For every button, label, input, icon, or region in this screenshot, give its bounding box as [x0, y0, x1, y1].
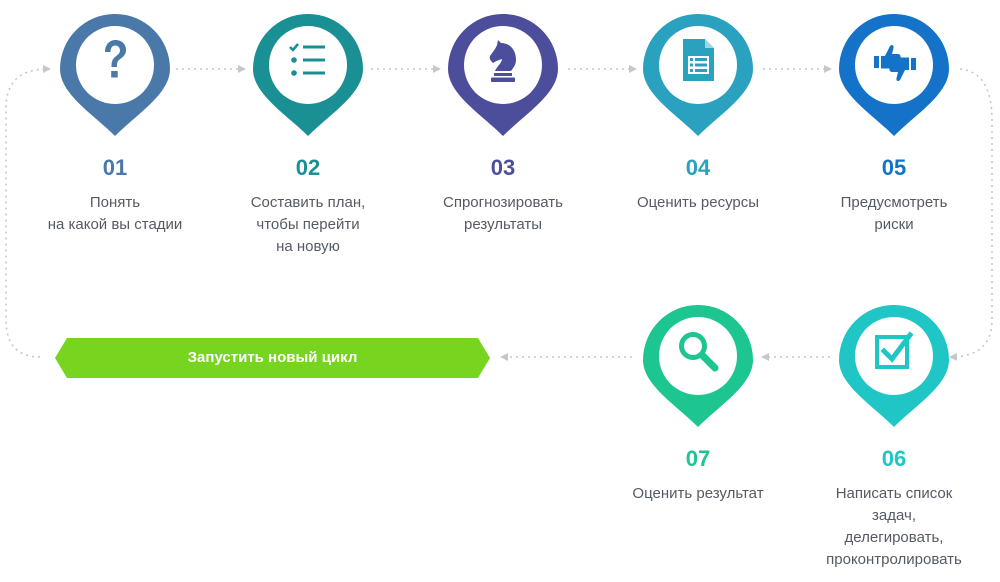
step-label: Оценить ресурсы — [636, 194, 760, 211]
question-icon — [105, 40, 126, 78]
checkbox-icon — [875, 331, 914, 369]
pin-marker — [839, 14, 949, 139]
step-label: Понять на какой вы стадии — [47, 194, 183, 233]
step-label: Предусмотреть риски — [840, 194, 948, 233]
step-label: Спрогнозировать результаты — [442, 194, 563, 233]
connector-05-06 — [949, 68, 993, 361]
step-label: Составить план, чтобы перейти на новую — [250, 194, 366, 255]
pin-marker — [643, 14, 753, 139]
step-number: 03 — [490, 155, 516, 180]
pin-marker — [60, 14, 170, 139]
pin-marker — [643, 305, 753, 430]
thumbs-icon — [874, 44, 916, 82]
step-number: 05 — [881, 155, 907, 180]
chess-knight-icon — [489, 40, 516, 82]
connector-cycle-01 — [5, 65, 51, 358]
step-number: 01 — [102, 155, 128, 180]
step-number: 07 — [685, 446, 711, 471]
step-number: 06 — [881, 446, 907, 471]
step-label: Оценить результат — [632, 485, 764, 502]
new-cycle-label: Запустить новый цикл — [187, 349, 358, 366]
pin-marker — [253, 14, 363, 139]
step-label: Написать список задач, делегировать, про… — [826, 485, 962, 568]
step-number: 02 — [295, 155, 321, 180]
pin-marker — [839, 305, 949, 430]
pin-marker — [448, 14, 558, 139]
document-icon — [683, 39, 714, 81]
checklist-icon — [289, 43, 325, 76]
step-number: 04 — [685, 155, 711, 180]
new-cycle-banner: Запустить новый цикл — [55, 338, 490, 378]
magnifier-icon — [679, 332, 719, 372]
